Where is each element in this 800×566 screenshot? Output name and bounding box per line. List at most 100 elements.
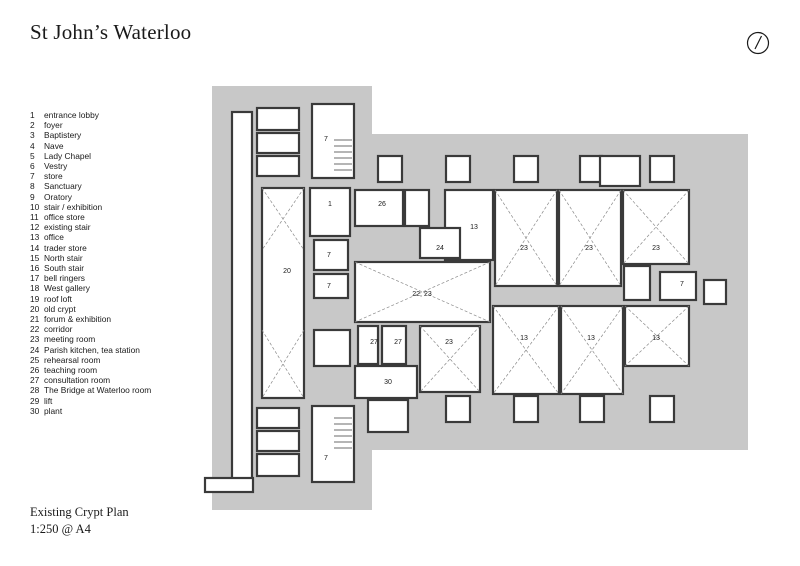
room-label: 23	[445, 339, 453, 346]
stair-treads	[334, 139, 352, 449]
room-label: 1	[328, 201, 332, 208]
legend-number: 26	[30, 365, 40, 376]
room-store	[312, 238, 350, 272]
legend-label: Nave	[44, 140, 64, 151]
east-annex	[702, 278, 728, 306]
north-arrow-icon	[746, 31, 770, 55]
legend-number: 9	[30, 191, 35, 202]
west-cell	[255, 406, 301, 430]
legend-label: North stair	[44, 252, 83, 263]
west-corridor	[230, 110, 254, 484]
north-bay	[444, 154, 472, 184]
legend-number: 7	[30, 171, 35, 182]
legend-label: meeting room	[44, 334, 96, 345]
legend-label: foyer	[44, 120, 63, 131]
legend-number: 16	[30, 263, 40, 274]
legend-item: 20 old crypt	[30, 304, 151, 314]
legend-number: 30	[30, 405, 40, 416]
legend-number: 19	[30, 293, 40, 304]
room-east-store	[622, 264, 652, 302]
west-cell	[255, 429, 301, 453]
north-bay	[376, 154, 404, 184]
legend-label: rehearsal room	[44, 354, 101, 365]
legend-number: 21	[30, 314, 40, 325]
room-label: 13	[652, 335, 660, 342]
legend-label: West gallery	[44, 283, 90, 294]
room-label: 7	[327, 283, 331, 290]
room-label: 7	[324, 455, 328, 462]
room-north-services	[403, 188, 431, 228]
room-label: 13	[470, 224, 478, 231]
legend-label: The Bridge at Waterloo room	[44, 385, 152, 396]
legend-number: 24	[30, 344, 40, 355]
legend-label: entrance lobby	[44, 110, 99, 120]
room-label: 7	[324, 136, 328, 143]
room-label: 27	[370, 339, 378, 346]
legend-number: 11	[30, 212, 39, 223]
room-teaching	[353, 188, 405, 228]
legend-number: 12	[30, 222, 40, 233]
room-consultation	[380, 324, 408, 366]
legend-number: 13	[30, 232, 40, 243]
legend-label: Oratory	[44, 191, 72, 202]
legend-number: 3	[30, 130, 35, 141]
legend-number: 8	[30, 181, 35, 192]
legend-label: Baptistery	[44, 130, 82, 141]
page-title: St John’s Waterloo	[30, 20, 192, 44]
legend-number: 10	[30, 201, 40, 212]
legend-label: corridor	[44, 324, 73, 335]
room-label: 22, 23	[412, 291, 432, 298]
room-label: 7	[327, 252, 331, 259]
legend-item: 3 Baptistery	[30, 130, 151, 140]
legend-number: 20	[30, 303, 40, 314]
legend-number: 6	[30, 161, 35, 172]
legend-label: store	[44, 171, 63, 182]
legend-number: 23	[30, 334, 40, 345]
north-bay	[598, 154, 642, 188]
west-cell	[255, 131, 301, 155]
legend-label: old crypt	[44, 303, 76, 314]
plan-name: Existing Crypt Plan	[30, 505, 129, 519]
legend-number: 5	[30, 150, 35, 161]
legend-label: lift	[44, 395, 53, 406]
legend-label: consultation room	[44, 375, 111, 386]
room-east-store	[658, 270, 698, 302]
plan-scale: 1:250 @ A4	[30, 522, 91, 536]
room-corridor	[353, 260, 492, 324]
legend-label: Vestry	[44, 161, 68, 172]
room-label: 13	[520, 335, 528, 342]
legend-label: trader store	[44, 242, 87, 253]
room-label: 13	[587, 335, 595, 342]
legend-number: 28	[30, 385, 40, 396]
room-old-crypt	[260, 186, 306, 400]
legend-number: 15	[30, 252, 40, 263]
north-bay	[648, 154, 676, 184]
legend-number: 1	[30, 110, 35, 120]
legend-item: 7 store	[30, 171, 151, 181]
legend-number: 17	[30, 273, 40, 284]
north-stair-tower	[310, 102, 356, 180]
legend-label: office	[44, 232, 64, 243]
south-bay	[648, 394, 676, 424]
room-label: 23	[585, 245, 593, 252]
legend-label: Parish kitchen, tea station	[44, 344, 140, 355]
legend-label: roof loft	[44, 293, 72, 304]
legend-item: 19 roof loft	[30, 294, 151, 304]
south-stair-tower	[310, 404, 356, 484]
legend-number: 14	[30, 242, 40, 253]
legend-item: 13 office	[30, 232, 151, 242]
vault-lines	[261, 187, 690, 399]
room-meeting-south	[418, 324, 482, 394]
south-bay	[578, 394, 606, 424]
legend-label: forum & exhibition	[44, 314, 112, 325]
